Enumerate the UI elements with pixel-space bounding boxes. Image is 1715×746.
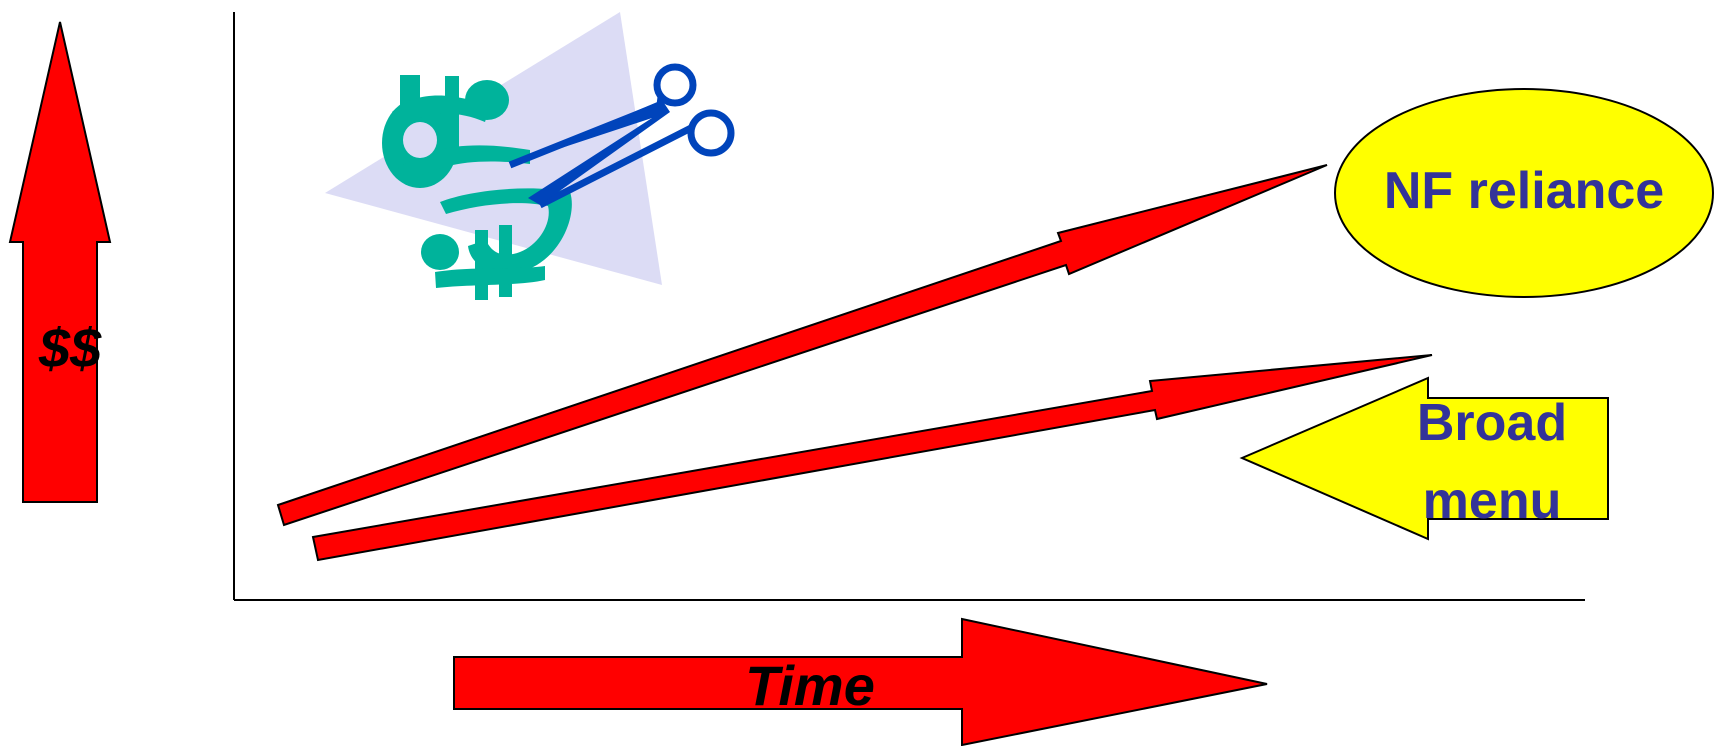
broad-menu-arrow (1239, 376, 1609, 541)
dollar-sign-bottom (421, 188, 572, 300)
nf-reliance-ellipse (1334, 88, 1714, 298)
scissors-cutting-money-icon (325, 12, 735, 300)
y-axis-label: $$ (38, 316, 102, 379)
y-axis-arrow (8, 21, 112, 503)
broad-menu-label-line1: Broad (1417, 394, 1567, 452)
x-axis-arrow (453, 617, 1268, 746)
dollar-sign-top (382, 75, 530, 188)
trend-arrow-upper (276, 164, 1328, 527)
trend-arrow-lower (311, 354, 1433, 562)
broad-menu-label-line2: menu (1423, 472, 1562, 530)
nf-reliance-label: NF reliance (1384, 162, 1664, 220)
scissors-blade (510, 100, 670, 205)
x-axis-label: Time (745, 654, 875, 717)
